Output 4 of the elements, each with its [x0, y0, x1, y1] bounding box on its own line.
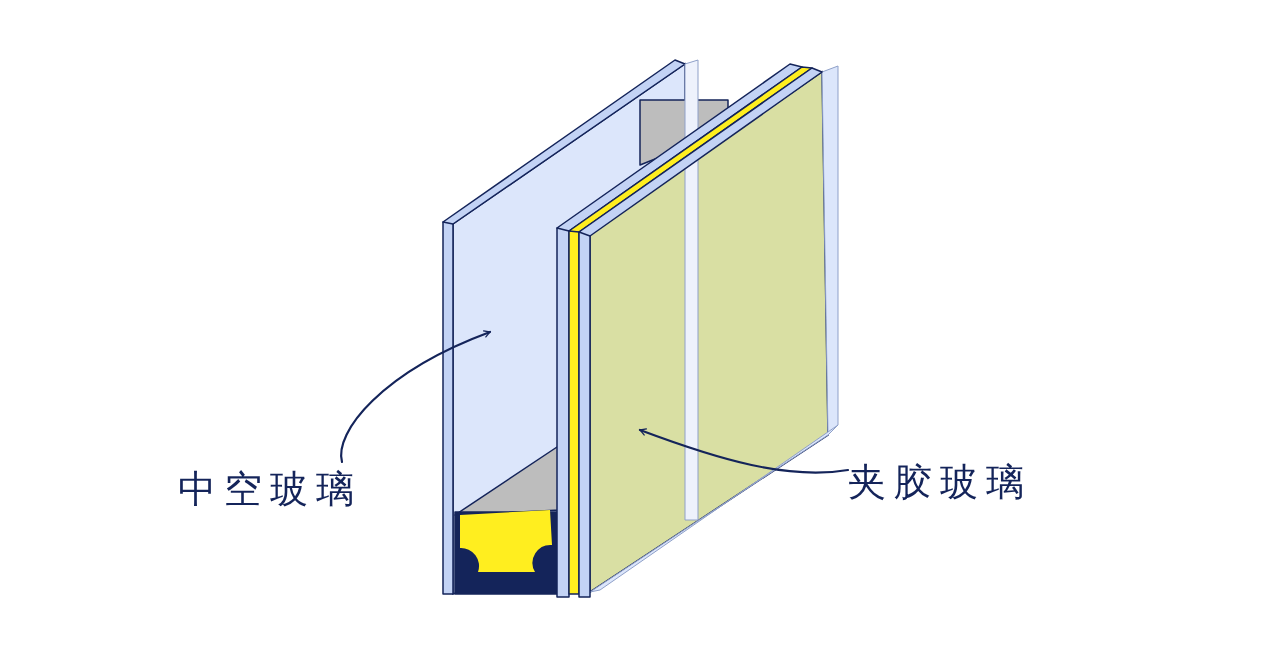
leader-arrow	[340, 330, 492, 464]
part-label: 夹胶玻璃	[848, 459, 1032, 506]
leader-arrow	[638, 428, 850, 474]
part-label: 中空玻璃	[178, 466, 362, 513]
